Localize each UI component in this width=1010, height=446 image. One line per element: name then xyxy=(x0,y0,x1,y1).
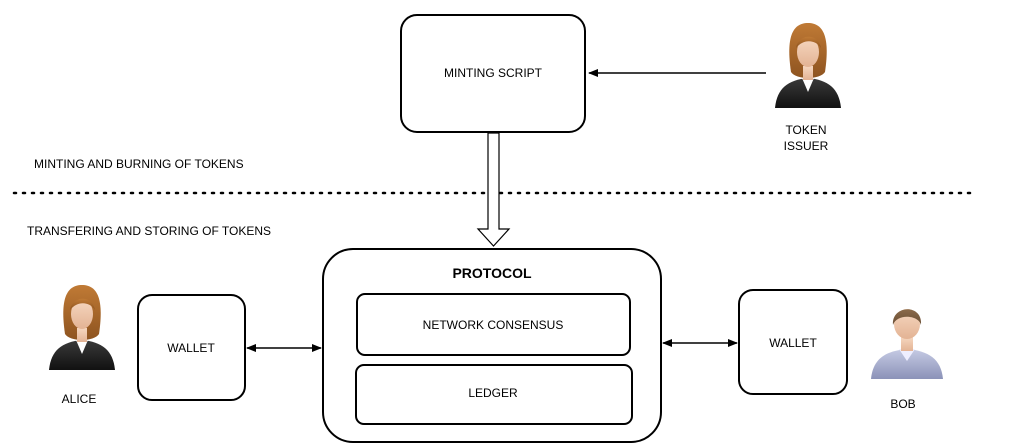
wallet-right-box xyxy=(738,289,848,395)
script-to-protocol-block-arrow xyxy=(476,132,511,247)
alice-label: ALICE xyxy=(62,392,97,406)
man-user-icon xyxy=(871,309,943,379)
token-issuer-label-line2: ISSUER xyxy=(784,139,829,153)
ledger-label: LEDGER xyxy=(468,386,518,400)
section-label-transfering: TRANSFERING AND STORING OF TOKENS xyxy=(27,224,271,238)
minting-script-box xyxy=(400,14,586,133)
section-label-minting: MINTING AND BURNING OF TOKENS xyxy=(34,157,244,171)
wallet-left-box xyxy=(137,294,246,401)
wallet-left-label: WALLET xyxy=(167,341,215,355)
woman-user-icon xyxy=(49,285,115,370)
network-consensus-label: NETWORK CONSENSUS xyxy=(423,318,564,332)
minting-script-label: MINTING SCRIPT xyxy=(444,66,543,80)
woman-user-icon xyxy=(775,23,841,108)
network-consensus-box xyxy=(356,293,631,356)
token-issuer-label-line1: TOKEN xyxy=(785,123,826,137)
protocol-title: PROTOCOL xyxy=(452,265,532,281)
wallet-right-label: WALLET xyxy=(769,336,817,350)
bob-label: BOB xyxy=(890,397,915,411)
ledger-box xyxy=(355,364,633,425)
